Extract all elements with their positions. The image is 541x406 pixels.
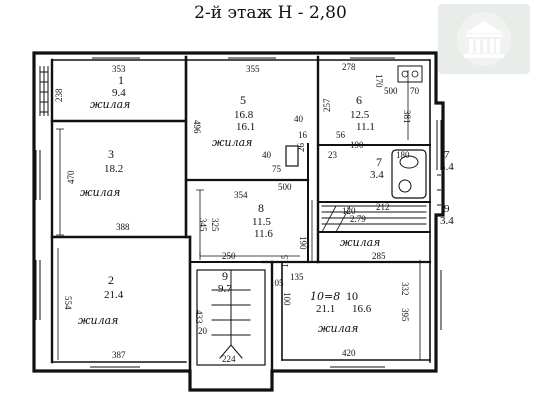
- dim-238: 238: [54, 88, 64, 102]
- dim-257: 257: [322, 98, 332, 112]
- dim-170: 170: [374, 74, 384, 88]
- room-3-use: жилая: [80, 186, 120, 199]
- museum-building-icon: [457, 12, 511, 66]
- dim-115: 115: [280, 254, 290, 268]
- dim-500b: 500: [384, 86, 398, 96]
- dim-433: 433: [194, 310, 204, 324]
- dim-332: 332: [400, 282, 410, 296]
- logo-badge: [438, 4, 530, 74]
- dim-190: 190: [350, 140, 364, 150]
- dim-354: 354: [234, 190, 248, 200]
- room-2-area: 21.4: [104, 289, 124, 301]
- dim-100: 100: [282, 292, 292, 306]
- floor-title: 2-й этаж Н - 2,80: [194, 3, 347, 23]
- dim-353: 353: [112, 64, 126, 74]
- dim-500: 500: [278, 182, 292, 192]
- dim-285: 285: [372, 251, 386, 261]
- room-8-number: 8: [258, 201, 264, 215]
- dim-387: 387: [112, 350, 126, 360]
- dim-180: 180: [396, 150, 410, 160]
- dimension-lines: [56, 70, 421, 360]
- room-6-number: 6: [356, 93, 362, 107]
- dim-470: 470: [66, 170, 76, 184]
- room-5-area-2: 16.1: [236, 121, 255, 133]
- dim-554: 554: [63, 296, 73, 310]
- dim-40: 40: [294, 114, 304, 124]
- room-6-area: 12.5: [350, 109, 370, 121]
- side-label-7-number: 7: [444, 149, 450, 161]
- room-3-area: 18.2: [104, 163, 123, 175]
- walls: [32, 51, 445, 392]
- dim-381: 381: [402, 110, 412, 124]
- room-10-area-2: 16.6: [352, 303, 372, 315]
- side-label-7-area: 5.4: [440, 161, 454, 173]
- room-5-area: 16.8: [234, 109, 254, 121]
- dim-20: 20: [198, 326, 208, 336]
- dim-496: 496: [192, 120, 202, 134]
- side-label-9-area: 3.4: [440, 215, 454, 227]
- dim-26: 26: [296, 143, 306, 153]
- room-10-use: жилая: [318, 322, 358, 335]
- room-5-use: жилая: [212, 136, 252, 149]
- bathtub: [391, 149, 427, 199]
- room-8-area-2: 11.6: [254, 228, 273, 240]
- room-1-use: жилая: [90, 98, 130, 111]
- room-7-number: 7: [376, 155, 382, 169]
- dim-395: 395: [400, 308, 410, 322]
- room-10-number: 10: [346, 289, 358, 303]
- room-10-area: 21.1: [316, 303, 335, 315]
- dim-345: 345: [198, 218, 208, 232]
- room-8-area: 11.5: [252, 216, 271, 228]
- kitchen-stove: [397, 65, 423, 83]
- room-7-area: 3.4: [370, 169, 384, 181]
- room-6-area-2: 11.1: [356, 121, 375, 133]
- room-10-note: 10=8: [310, 290, 340, 303]
- room-2-number: 2: [108, 273, 114, 287]
- dim-135: 135: [290, 272, 304, 282]
- dim-56: 56: [336, 130, 346, 140]
- dim-250: 250: [222, 251, 236, 261]
- dim-70: 70: [410, 86, 420, 96]
- chimney-box: [285, 145, 299, 167]
- room-2-use: жилая: [78, 314, 118, 327]
- room-9-area: 9.7: [218, 283, 232, 295]
- side-label-9-number: 9: [444, 203, 450, 215]
- dim-75: 75: [272, 164, 282, 174]
- dim-224: 224: [222, 354, 236, 364]
- room-3-number: 3: [108, 147, 114, 161]
- dim-40b: 40: [262, 150, 272, 160]
- room-1-number: 1: [118, 73, 124, 87]
- room-11-use: жилая: [340, 236, 380, 249]
- room-1-area: 9.4: [112, 87, 126, 99]
- dim-278: 278: [342, 62, 356, 72]
- dim-355: 355: [246, 64, 260, 74]
- toilet: [398, 179, 412, 193]
- dim-420: 420: [342, 348, 356, 358]
- windows: [35, 53, 442, 372]
- room-5-number: 5: [240, 93, 246, 107]
- dim-120: 120: [342, 206, 356, 216]
- dim-16: 16: [298, 130, 308, 140]
- dim-23: 23: [328, 150, 338, 160]
- dim-2-79: 2.79: [350, 214, 366, 224]
- room-9-number: 9: [222, 269, 228, 283]
- dim-325: 325: [210, 218, 220, 232]
- dim-105: 105: [270, 278, 284, 288]
- dim-388: 388: [116, 222, 130, 232]
- dim-190b: 190: [298, 236, 308, 250]
- dim-212: 212: [376, 202, 390, 212]
